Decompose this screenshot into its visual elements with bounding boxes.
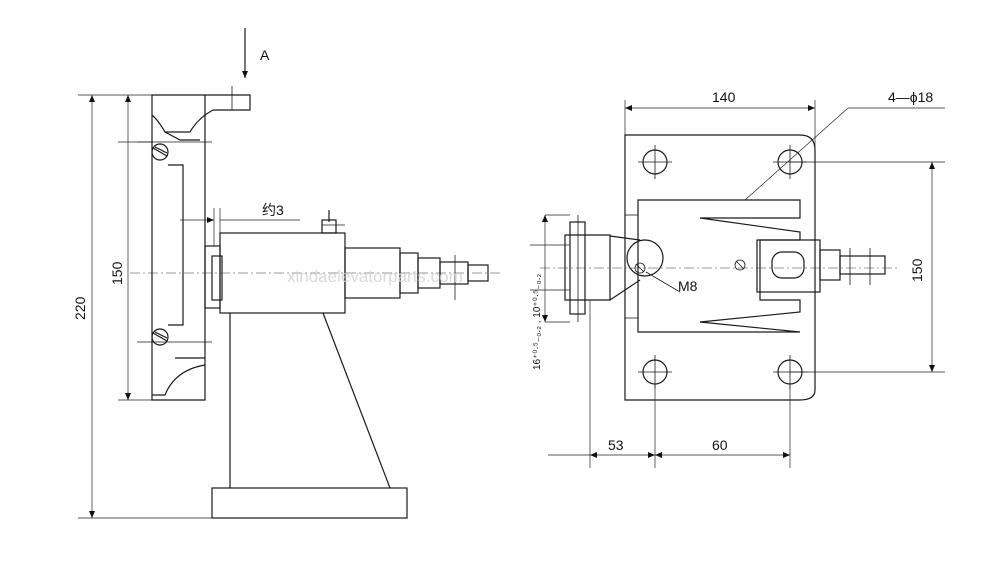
thread-label: M8 [678, 278, 698, 294]
dim-holes-label: 4—ϕ18 [888, 89, 933, 105]
dim-150-left-label: 150 [109, 261, 125, 285]
dim-150-right: 150 [790, 161, 945, 373]
dim-220: 220 [72, 94, 212, 519]
dim-60-label: 60 [712, 437, 728, 453]
swing-arm: M8 [564, 215, 746, 322]
dim-holes: 4—ϕ18 [744, 89, 945, 201]
mounting-plate [624, 134, 816, 401]
dim-150-right-label: 150 [909, 258, 925, 282]
shoe-body [625, 199, 801, 333]
dim-220-label: 220 [72, 296, 88, 320]
dim-140: 140 [624, 89, 816, 150]
mounting-holes [638, 145, 807, 389]
dim-gap-label: 约3 [262, 202, 284, 218]
dim-tolerance-label: 16⁺⁰·⁵₋₀.₂ , 10⁺⁰·⁵₋₀.₂ [532, 274, 543, 370]
adjust-screw-right [756, 239, 886, 293]
dim-gap: 约3 [180, 202, 300, 246]
screw-top [151, 143, 169, 161]
rail-bracket [137, 86, 251, 401]
right-front-view: M8 140 4—ϕ18 150 [530, 89, 945, 468]
guide-shoe-body [204, 210, 489, 519]
dim-tolerance: 16⁺⁰·⁵₋₀.₂ , 10⁺⁰·⁵₋₀.₂ [530, 214, 570, 370]
dim-150-left: 150 [109, 95, 152, 401]
watermark: xindaelevatorparts.com [287, 267, 463, 286]
dim-offsets: 53 60 [548, 300, 791, 468]
screw-bottom [151, 328, 169, 346]
left-side-view: A [72, 28, 500, 519]
dim-140-label: 140 [712, 89, 736, 105]
view-marker-label: A [260, 47, 270, 63]
dim-53-label: 53 [608, 437, 624, 453]
